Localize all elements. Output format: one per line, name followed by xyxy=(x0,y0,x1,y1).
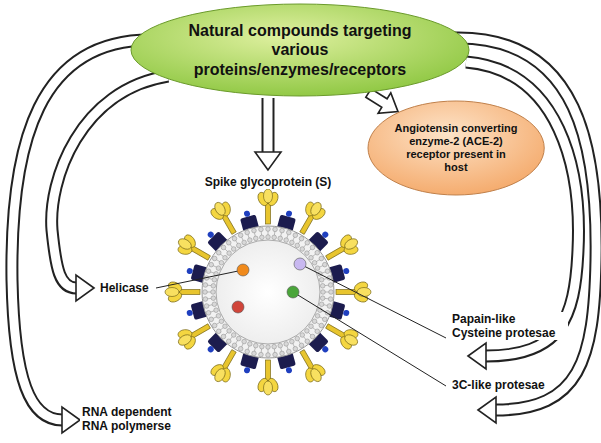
part-label: 3C-like protesae xyxy=(450,378,547,392)
virus-core xyxy=(216,240,320,344)
node-text: Angiotensin converting enzyme-2 (ACE-2) … xyxy=(394,122,518,175)
leader-lines xyxy=(156,264,446,386)
part-label: Helicase xyxy=(98,281,151,295)
part-label: Spike glycoprotein (S) xyxy=(203,175,334,189)
lipid-envelope xyxy=(202,226,334,358)
hollow-arrow xyxy=(366,89,398,113)
target-ellipse: Natural compounds targeting various prot… xyxy=(130,3,470,97)
lipid-bilayer xyxy=(203,227,334,358)
enzyme-balls xyxy=(232,258,306,313)
arrow-heads xyxy=(62,152,496,433)
receptor-ellipse: Angiotensin converting enzyme-2 (ACE-2) … xyxy=(367,100,545,196)
spike-proteins xyxy=(165,189,371,395)
node-text: Natural compounds targeting various prot… xyxy=(182,21,418,79)
part-label: RNA dependent RNA polymerse xyxy=(80,405,184,433)
membrane-proteins xyxy=(185,209,351,375)
part-label: Papain-like Cysteine protesae xyxy=(450,312,568,340)
